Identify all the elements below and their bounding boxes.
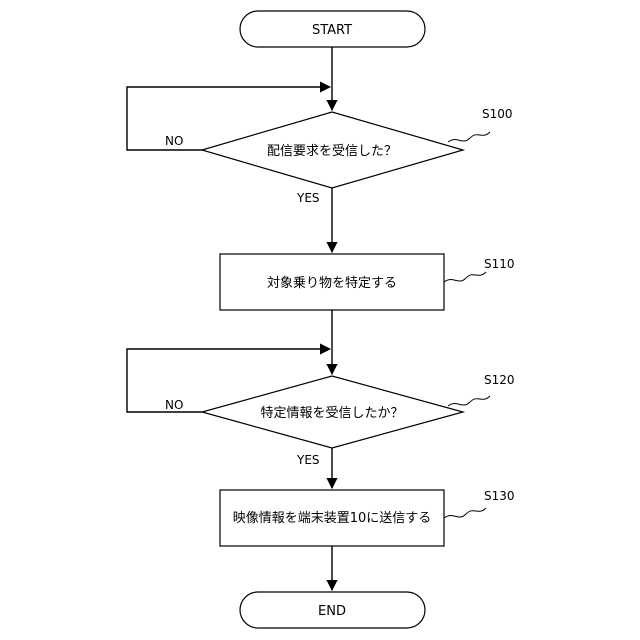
step-id-s130: S130 xyxy=(484,489,515,503)
start-terminal: START xyxy=(240,11,425,47)
process-s130-text: 映像情報を端末装置10に送信する xyxy=(233,511,432,526)
step-label-leader-s120 xyxy=(448,396,490,406)
process-s110-text: 対象乗り物を特定する xyxy=(267,276,397,291)
decision-s100-text: 配信要求を受信した？ xyxy=(267,144,397,159)
step-id-s110: S110 xyxy=(484,257,515,271)
step-label-leader-s100 xyxy=(448,132,490,142)
end-label: END xyxy=(318,604,346,619)
process-s110: 対象乗り物を特定する xyxy=(220,254,444,310)
end-terminal: END xyxy=(240,592,425,628)
decision-s120: 特定情報を受信したか？ xyxy=(202,376,463,448)
decision-s100-yes-label: YES xyxy=(296,191,320,205)
start-label: START xyxy=(312,23,352,38)
decision-s120-no-label: NO xyxy=(165,398,183,412)
decision-s100: 配信要求を受信した？ xyxy=(202,112,463,188)
step-label-leader-s130 xyxy=(444,508,486,518)
decision-s120-text: 特定情報を受信したか？ xyxy=(260,406,403,421)
step-id-s120: S120 xyxy=(484,373,515,387)
step-label-leader-s110 xyxy=(444,272,486,282)
decision-s100-no-label: NO xyxy=(165,134,183,148)
step-id-s100: S100 xyxy=(482,107,513,121)
decision-s120-yes-label: YES xyxy=(296,453,320,467)
process-s130: 映像情報を端末装置10に送信する xyxy=(220,490,444,546)
